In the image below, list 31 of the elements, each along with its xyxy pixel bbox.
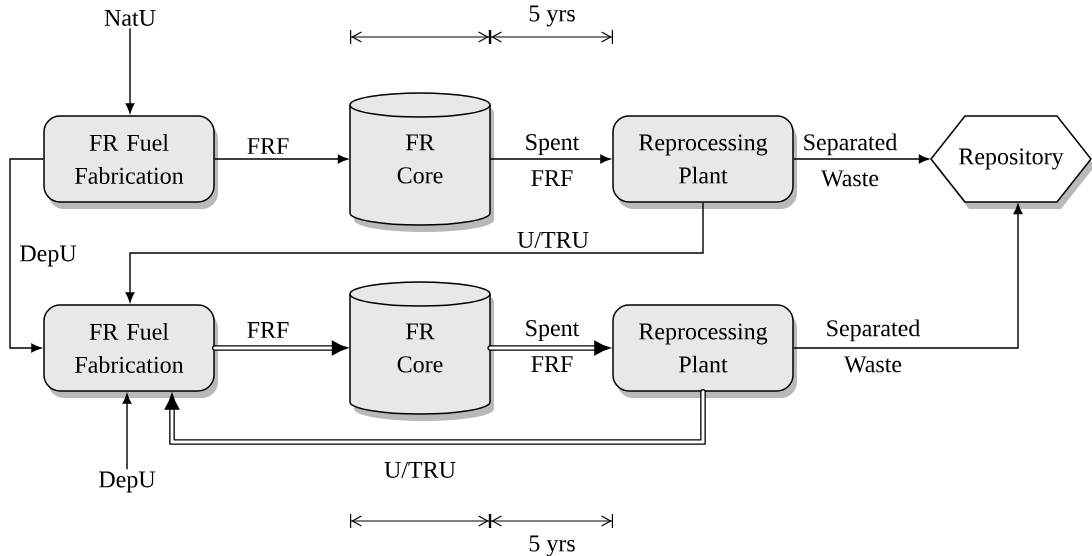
repository-hexagon: Repository	[930, 115, 1092, 209]
process-box: FR Fuel Fabrication	[43, 304, 218, 398]
arrow	[489, 154, 611, 164]
process-box: Reprocessing Plant	[612, 304, 797, 398]
edge-label: Separated Waste	[804, 133, 898, 187]
arrow	[487, 340, 611, 356]
dimension-label: 5 yrs	[529, 5, 575, 27]
reactor-cylinder: FR Core	[349, 92, 494, 232]
arrow	[214, 154, 348, 164]
edge-label: Separated Waste	[827, 319, 921, 373]
edge-label: U/TRU	[383, 460, 457, 479]
arrow	[122, 393, 132, 471]
input-label: DepU	[99, 471, 156, 493]
arrow	[9, 158, 44, 353]
process-box: Reprocessing Plant	[612, 115, 797, 209]
arrow	[211, 340, 349, 356]
arrow	[164, 388, 706, 445]
arrow	[125, 27, 135, 114]
arrow	[793, 154, 929, 164]
edge-label: Spent FRF	[526, 134, 580, 186]
edge-label: FRF	[245, 137, 291, 155]
edge-label: U/TRU	[516, 230, 590, 249]
edge-label: DepU	[18, 244, 78, 268]
process-box: FR Fuel Fabrication	[43, 115, 218, 209]
reactor-cylinder: FR Core	[349, 281, 494, 421]
arrow	[125, 202, 704, 303]
arrow	[793, 204, 1023, 349]
edge-label: Spent FRF	[526, 320, 580, 372]
dimension-label: 5 yrs	[529, 535, 575, 556]
input-label: NatU	[104, 10, 156, 26]
edge-label: FRF	[245, 321, 291, 339]
